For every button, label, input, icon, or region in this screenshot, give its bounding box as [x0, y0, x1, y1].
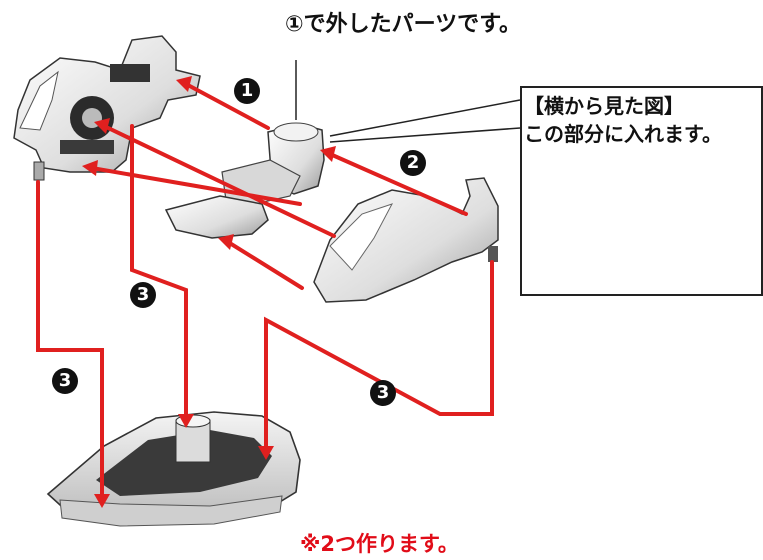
- left-frame-part: [13, 35, 201, 181]
- caption-top: ①で外したパーツです。: [285, 12, 521, 37]
- arrow-step-3-right: [264, 260, 494, 454]
- assembly-arrows: [36, 82, 494, 502]
- step-marker-2: 2: [400, 150, 426, 176]
- arrow-step-3-center: [130, 124, 188, 424]
- step-marker-3b: 3: [52, 368, 78, 394]
- inset-subtitle: この部分に入れます。: [524, 122, 722, 146]
- center-block-part: [164, 122, 325, 239]
- arrow-step-2: [328, 152, 468, 216]
- arrow-shell-frame-a: [102, 124, 336, 238]
- step-marker-1: 1: [234, 78, 260, 104]
- step-marker-3a: 3: [130, 282, 156, 308]
- right-shell-part: [313, 177, 499, 303]
- arrow-step-1: [184, 82, 270, 130]
- base-part: [46, 411, 301, 527]
- arrow-heads: [82, 76, 336, 508]
- note-bottom: ※2つ作ります。: [300, 532, 459, 556]
- callout-lines: [295, 60, 521, 143]
- inset-box: [520, 86, 763, 296]
- arrow-shell-frame-b: [90, 166, 302, 206]
- arrow-shell-block: [226, 240, 304, 290]
- step-marker-3c: 3: [370, 380, 396, 406]
- arrow-step-3-left: [36, 180, 104, 502]
- inset-title: 【横から見た図】: [524, 94, 684, 118]
